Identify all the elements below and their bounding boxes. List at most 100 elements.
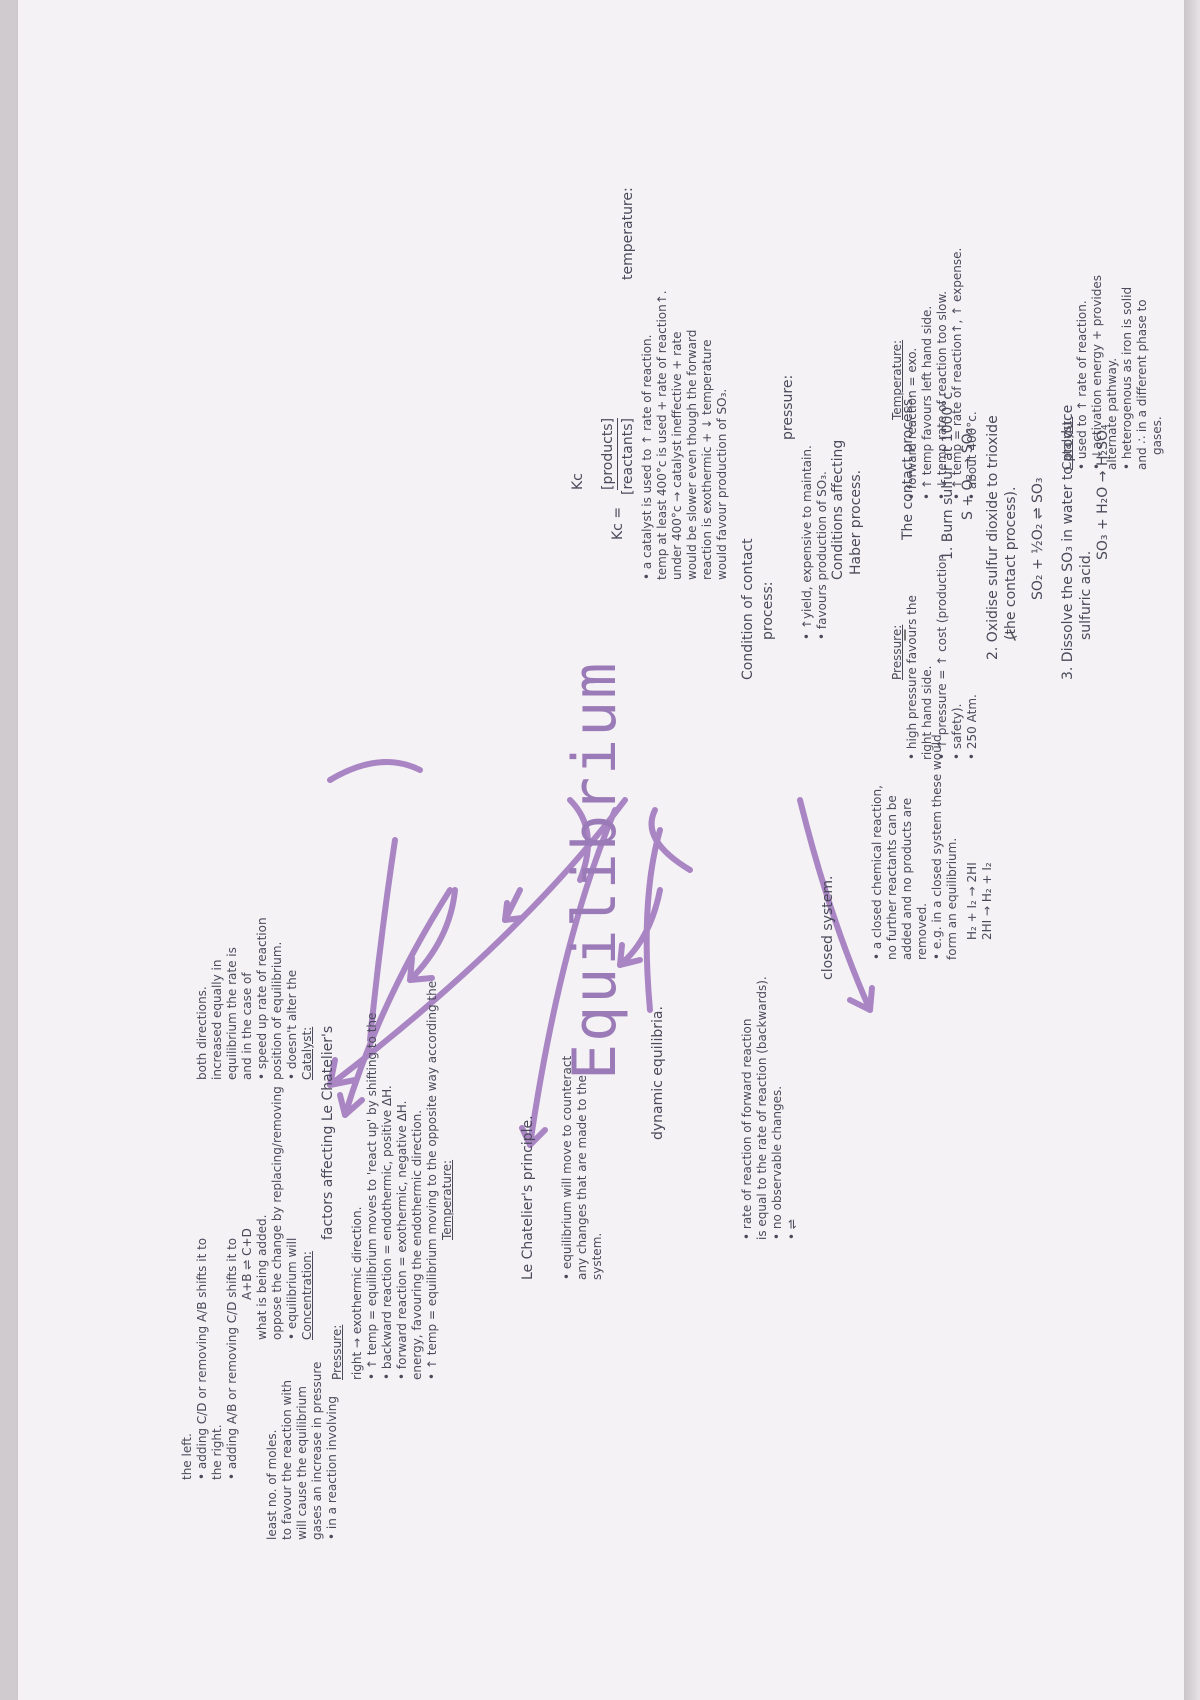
kc-denominator: [reactants] [620,418,636,495]
contact-step3-eq: SO₃ + H₂O → H₂SO₄ [1095,424,1111,560]
arrow-factors [342,887,453,1118]
kc-label: Kc [570,473,586,490]
dynamic-label: dynamic equilibria. [650,1006,666,1140]
closed-system-line: removed. [915,903,929,960]
arrowhead-contact [617,942,643,968]
factors-temperature-line: • backward reaction = endothermic, posit… [380,1085,394,1380]
le-chatelier-line: any changes that are made to the [575,1075,589,1280]
connector-haber-pressure [1009,629,1016,641]
factors-pressure-line: gases an increase in pressure [310,1361,324,1540]
factors-concentration-more: • adding A/B or removing C/D shifts it t… [225,1237,239,1480]
arrow-condition-contact [327,797,628,1088]
contact-step2: 2. Oxidise sulfur dioxide to trioxide [985,415,1001,660]
haber-pressure-line: • high pressure favours the [905,595,919,760]
contact-temperature-line: temp at least 400°c is used + rate of re… [655,290,669,580]
arrow-kc [407,887,458,983]
bracket-right [327,759,423,783]
factors-concentration-more: the left. [180,1433,194,1480]
factors-concentration-line: what is being added. [255,1214,269,1340]
closed-system-label: closed system. [820,875,836,980]
contact-catalyst-line: • heterogenous as iron is solid [1120,286,1134,470]
arrowhead-factors [337,1092,365,1118]
haber-temperature-line: • ↑ temp favours left hand side. [920,305,934,500]
factors-concentration-more: the right. [210,1424,224,1480]
haber-pressure-line: • safety). [950,703,964,760]
factors-concentration-line: A+B ⇌ C+D [240,1228,254,1300]
factors-pressure-line: will cause the equilibrium [295,1386,309,1540]
factors-pressure-line: to favour the reaction with [280,1379,294,1540]
arrowhead-condition [327,1057,358,1088]
notebook-binding [1184,0,1200,1700]
contact-step3-sub: sulfuric acid. [1078,550,1094,640]
contact-catalyst-line: gases. [1150,416,1164,455]
contact-conditions-label-2: process: [760,581,776,640]
factors-pressure-line: least no. of moles. [265,1429,279,1540]
haber-pressure-line: • 250 Atm. [965,694,979,760]
contact-temperature-line: would be slower even though the forward [685,329,699,580]
contact-temperature-line: reaction is exothermic + ↓ temperature [700,339,714,580]
arrow-factors-down [367,837,398,1043]
bracket-left-lower [567,797,591,883]
closed-system-eq2: 2HI → H₂ + I₂ [980,862,994,940]
closed-system-line: added and no products are [900,797,914,960]
factors-temperature-line: • ↑ temp = equilibrium moves to 'react u… [365,1012,379,1380]
dynamic-line: • ⇌ [785,1219,799,1240]
factors-catalyst-line: equilibrium the rate is [225,947,239,1080]
factors-concentration-more: • adding C/D or removing A/B shifts it t… [195,1237,209,1480]
contact-step3: 3. Dissolve the SO₃ in water to produce [1060,404,1076,680]
factors-temperature-line: • ↑ temp = equilibrium moving to the opp… [425,980,439,1380]
contact-temperature-line: would favour production of SO₃. [715,388,729,580]
contact-step1-eq: S + O₂ → SO₂ [960,427,976,520]
contact-step2-sub: (the contact process). [1003,486,1019,640]
haber-pressure-line: • ↑ pressure = ↑ cost (production [935,554,949,760]
contact-catalyst-line: • used to ↑ rate of reaction. [1075,300,1089,470]
factors-concentration-heading: Concentration: [300,1251,314,1340]
factors-pressure-heading: Pressure: [330,1324,344,1380]
factors-catalyst-line: • doesn't alter the [285,969,299,1080]
closed-system-line: • e.g. in a closed system these would [930,734,944,960]
factors-catalyst-line: both directions. [195,986,209,1080]
kc-numerator: [products] [600,417,618,490]
contact-pressure-line: • ↑yield, expensive to maintain. [800,445,814,640]
kc-formula-lhs: Kc = [610,506,626,540]
factors-catalyst-line: increased equally in [210,959,224,1081]
contact-catalyst-line: and ∴ in a different phase to [1135,299,1149,470]
contact-step2-eq: SO₂ + ½O₂ ⇌ SO₃ [1030,477,1046,601]
arrowhead-le [519,1125,548,1148]
contact-conditions-label: Condition of contact [740,538,756,680]
contact-heading: The contact process. [900,394,916,540]
factors-temperature-heading: Temperature: [440,1159,454,1240]
contact-temperature-line: under 400°c → catalyst ineffective + rat… [670,331,684,580]
factors-concentration-line: • equilibrium will [285,1237,299,1340]
haber-label-2: Haber process. [848,469,864,575]
closed-system-line: form an equilibrium. [945,837,959,960]
factors-catalyst-line: and in the case of [240,972,254,1080]
factors-temperature-line: energy, favouring the endothermic direct… [410,1109,424,1380]
factors-catalyst-line: position of equilibrium. [270,941,284,1080]
le-chatelier-line: system. [590,1232,604,1280]
arrow-dynamic [643,827,663,1013]
page-title: Equilibrium [560,660,630,1080]
factors-label: factors affecting Le Chatelier's [320,1025,336,1240]
haber-label: Conditions affecting [830,439,846,580]
le-chatelier-label: Le Chatelier's principle. [520,1115,536,1280]
arrow-le-chatelier [527,807,618,1148]
haber-pressure-heading: Pressure: [890,624,904,680]
contact-step1: 1. Burn sulfur at 1000°c [940,391,956,560]
dynamic-line: • no observable changes. [770,1085,784,1240]
dynamic-line: is equal to the rate of reaction (backwa… [755,976,769,1240]
factors-pressure-line: • in a reaction involving [325,1396,339,1540]
contact-pressure-line: • favours production of SO₃. [815,471,829,640]
dynamic-line: • rate of reaction of forward reaction [740,1018,754,1240]
le-chatelier-line: • equilibrium will move to counteract [560,1055,574,1280]
page-edge [0,0,18,1700]
arrowhead-closed [847,985,875,1013]
closed-system-eq1: H₂ + I₂ → 2HI [965,862,979,940]
factors-catalyst-heading: Catalyst: [300,1026,314,1080]
arrow-closed-system [797,797,873,1013]
contact-temperature-line: • a catalyst is used to ↑ rate of reacti… [640,334,654,580]
contact-pressure-heading: pressure: [780,374,796,440]
factors-temperature-line: • forward reaction = exothermic, negativ… [395,1100,409,1380]
